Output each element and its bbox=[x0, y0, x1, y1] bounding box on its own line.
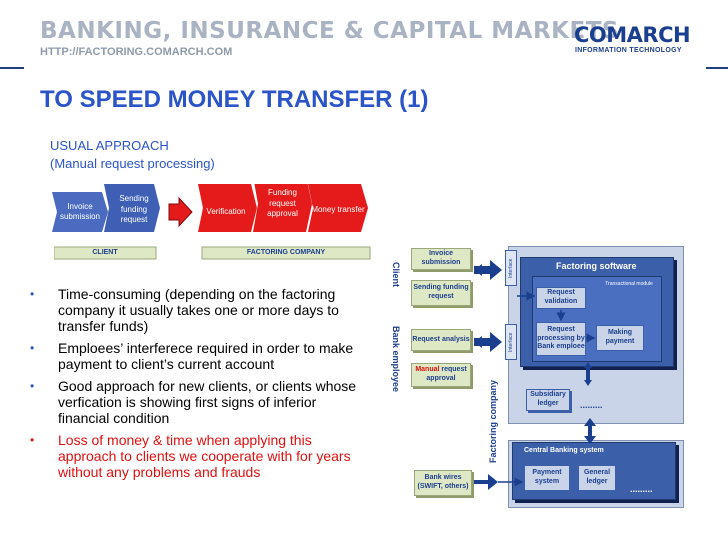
step-money-transfer: Money transfer bbox=[311, 204, 365, 214]
step-sending-funding-request: Sending funding request bbox=[119, 194, 149, 225]
header-divider-left bbox=[0, 67, 24, 69]
usual-approach-label: USUAL APPROACH bbox=[50, 138, 169, 153]
more-modules-indicator: ......... bbox=[580, 400, 603, 410]
bullet-icon: • bbox=[30, 379, 35, 393]
step-funding-request-approval: Funding request approval bbox=[267, 188, 298, 219]
sending-funding-request-box: Sending funding request bbox=[411, 280, 471, 306]
bullet-list: • Time-consuming (depending on the facto… bbox=[30, 286, 370, 486]
general-ledger-box: General ledger bbox=[578, 465, 616, 491]
more-systems-indicator: ......... bbox=[630, 484, 653, 494]
double-arrow-top bbox=[474, 260, 502, 280]
making-payment-box: Making payment bbox=[596, 325, 644, 351]
payment-system-box: Payment system bbox=[524, 465, 570, 491]
bank-wires-box: Bank wires (SWIFT, others) bbox=[414, 470, 472, 496]
header-title: BANKING, INSURANCE & CAPITAL MARKETS bbox=[40, 18, 619, 44]
transactional-module-label: Transactional module bbox=[605, 281, 653, 287]
step-invoice-submission: Invoice submission bbox=[59, 201, 100, 221]
chevron-invoice-submission bbox=[52, 192, 108, 232]
manual-request-approval-box: Manual request approval bbox=[411, 363, 471, 387]
factoring-company-label: FACTORING COMPANY bbox=[246, 249, 326, 256]
chevron-sending-funding-request bbox=[104, 184, 160, 232]
label-bars bbox=[54, 246, 371, 260]
central-banking-title: Central Banking system bbox=[524, 447, 604, 454]
chevron-money-transfer bbox=[308, 184, 368, 232]
request-validation-box: Request validation bbox=[536, 287, 586, 309]
sync-arrow bbox=[584, 418, 596, 444]
request-processing-box: Request processing by Bank emploee bbox=[536, 322, 586, 356]
arrow-icon bbox=[168, 196, 193, 228]
header-url[interactable]: HTTP://FACTORING.COMARCH.COM bbox=[40, 46, 233, 58]
subsidiary-ledger-box: Subsidiary ledger bbox=[526, 389, 570, 411]
invoice-submission-box: Invoice submission bbox=[411, 248, 471, 270]
step-verification: Verification bbox=[206, 206, 246, 216]
chevron-funding-approval bbox=[253, 184, 312, 232]
bullet-icon: • bbox=[30, 433, 35, 447]
slide-title: TO SPEED MONEY TRANSFER (1) bbox=[40, 86, 429, 113]
client-label: CLIENT bbox=[92, 249, 118, 256]
bullet-item: • Good approach for new clients, or clie… bbox=[30, 378, 357, 426]
client-bar bbox=[54, 246, 157, 260]
diagram-arrows bbox=[474, 260, 596, 490]
process-chevrons bbox=[52, 184, 368, 232]
bullet-icon: • bbox=[30, 341, 35, 355]
double-arrow-bottom bbox=[474, 332, 502, 352]
factoring-bar bbox=[201, 246, 371, 260]
manual-processing-label: (Manual request processing) bbox=[50, 156, 215, 171]
chevron-verification bbox=[198, 184, 257, 232]
client-side-label: Client bbox=[391, 262, 401, 288]
bullet-item: • Emploees’ interferece required in orde… bbox=[30, 340, 354, 372]
bullet-item: • Time-consuming (depending on the facto… bbox=[30, 286, 339, 334]
header-divider-right bbox=[706, 67, 728, 69]
bullet-item-highlight: • Loss of money & time when applying thi… bbox=[30, 432, 351, 480]
comarch-logo: COMARCH bbox=[574, 23, 691, 47]
bullet-icon: • bbox=[30, 287, 35, 301]
logo-subtitle: INFORMATION TECHNOLOGY bbox=[575, 47, 682, 54]
factoring-software-title: Factoring software bbox=[556, 261, 637, 271]
request-analysis-box: Request analysis bbox=[411, 329, 471, 351]
bank-employee-side-label: Bank employee bbox=[391, 326, 401, 393]
